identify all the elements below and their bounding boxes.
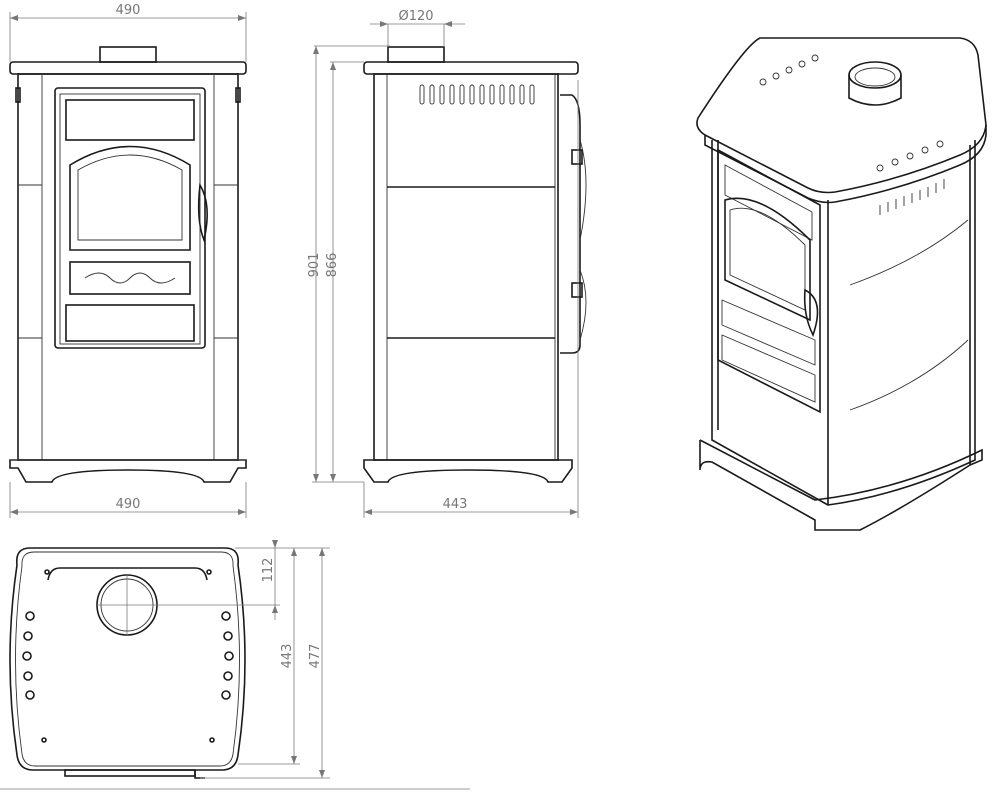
height-dimensions: 901 866 xyxy=(307,45,390,483)
dimension-label: 490 xyxy=(116,497,141,512)
flue-diameter-dimension: Ø120 xyxy=(370,9,465,47)
top-view xyxy=(9,547,280,779)
dimension-label: 443 xyxy=(443,497,468,512)
dimension-label: 112 xyxy=(261,558,276,583)
dimension-label: 477 xyxy=(308,644,323,669)
dimension-label: 490 xyxy=(116,3,141,18)
dimension-label: 901 xyxy=(307,253,322,278)
vent-slots xyxy=(419,84,535,105)
dimension-label: Ø120 xyxy=(398,9,433,24)
top-view-dimensions: 112 443 477 xyxy=(0,540,470,790)
isometric-view xyxy=(696,37,987,531)
dimension-label: 443 xyxy=(280,644,295,669)
iso-holes xyxy=(759,54,944,172)
front-width-dimension-bottom: 490 xyxy=(9,482,247,518)
front-width-dimension-top: 490 xyxy=(9,3,247,62)
side-depth-dimension: 443 xyxy=(363,80,579,518)
dimension-label: 866 xyxy=(325,253,340,278)
burner-holes xyxy=(22,569,234,743)
side-view xyxy=(363,46,587,483)
front-view xyxy=(9,46,247,483)
